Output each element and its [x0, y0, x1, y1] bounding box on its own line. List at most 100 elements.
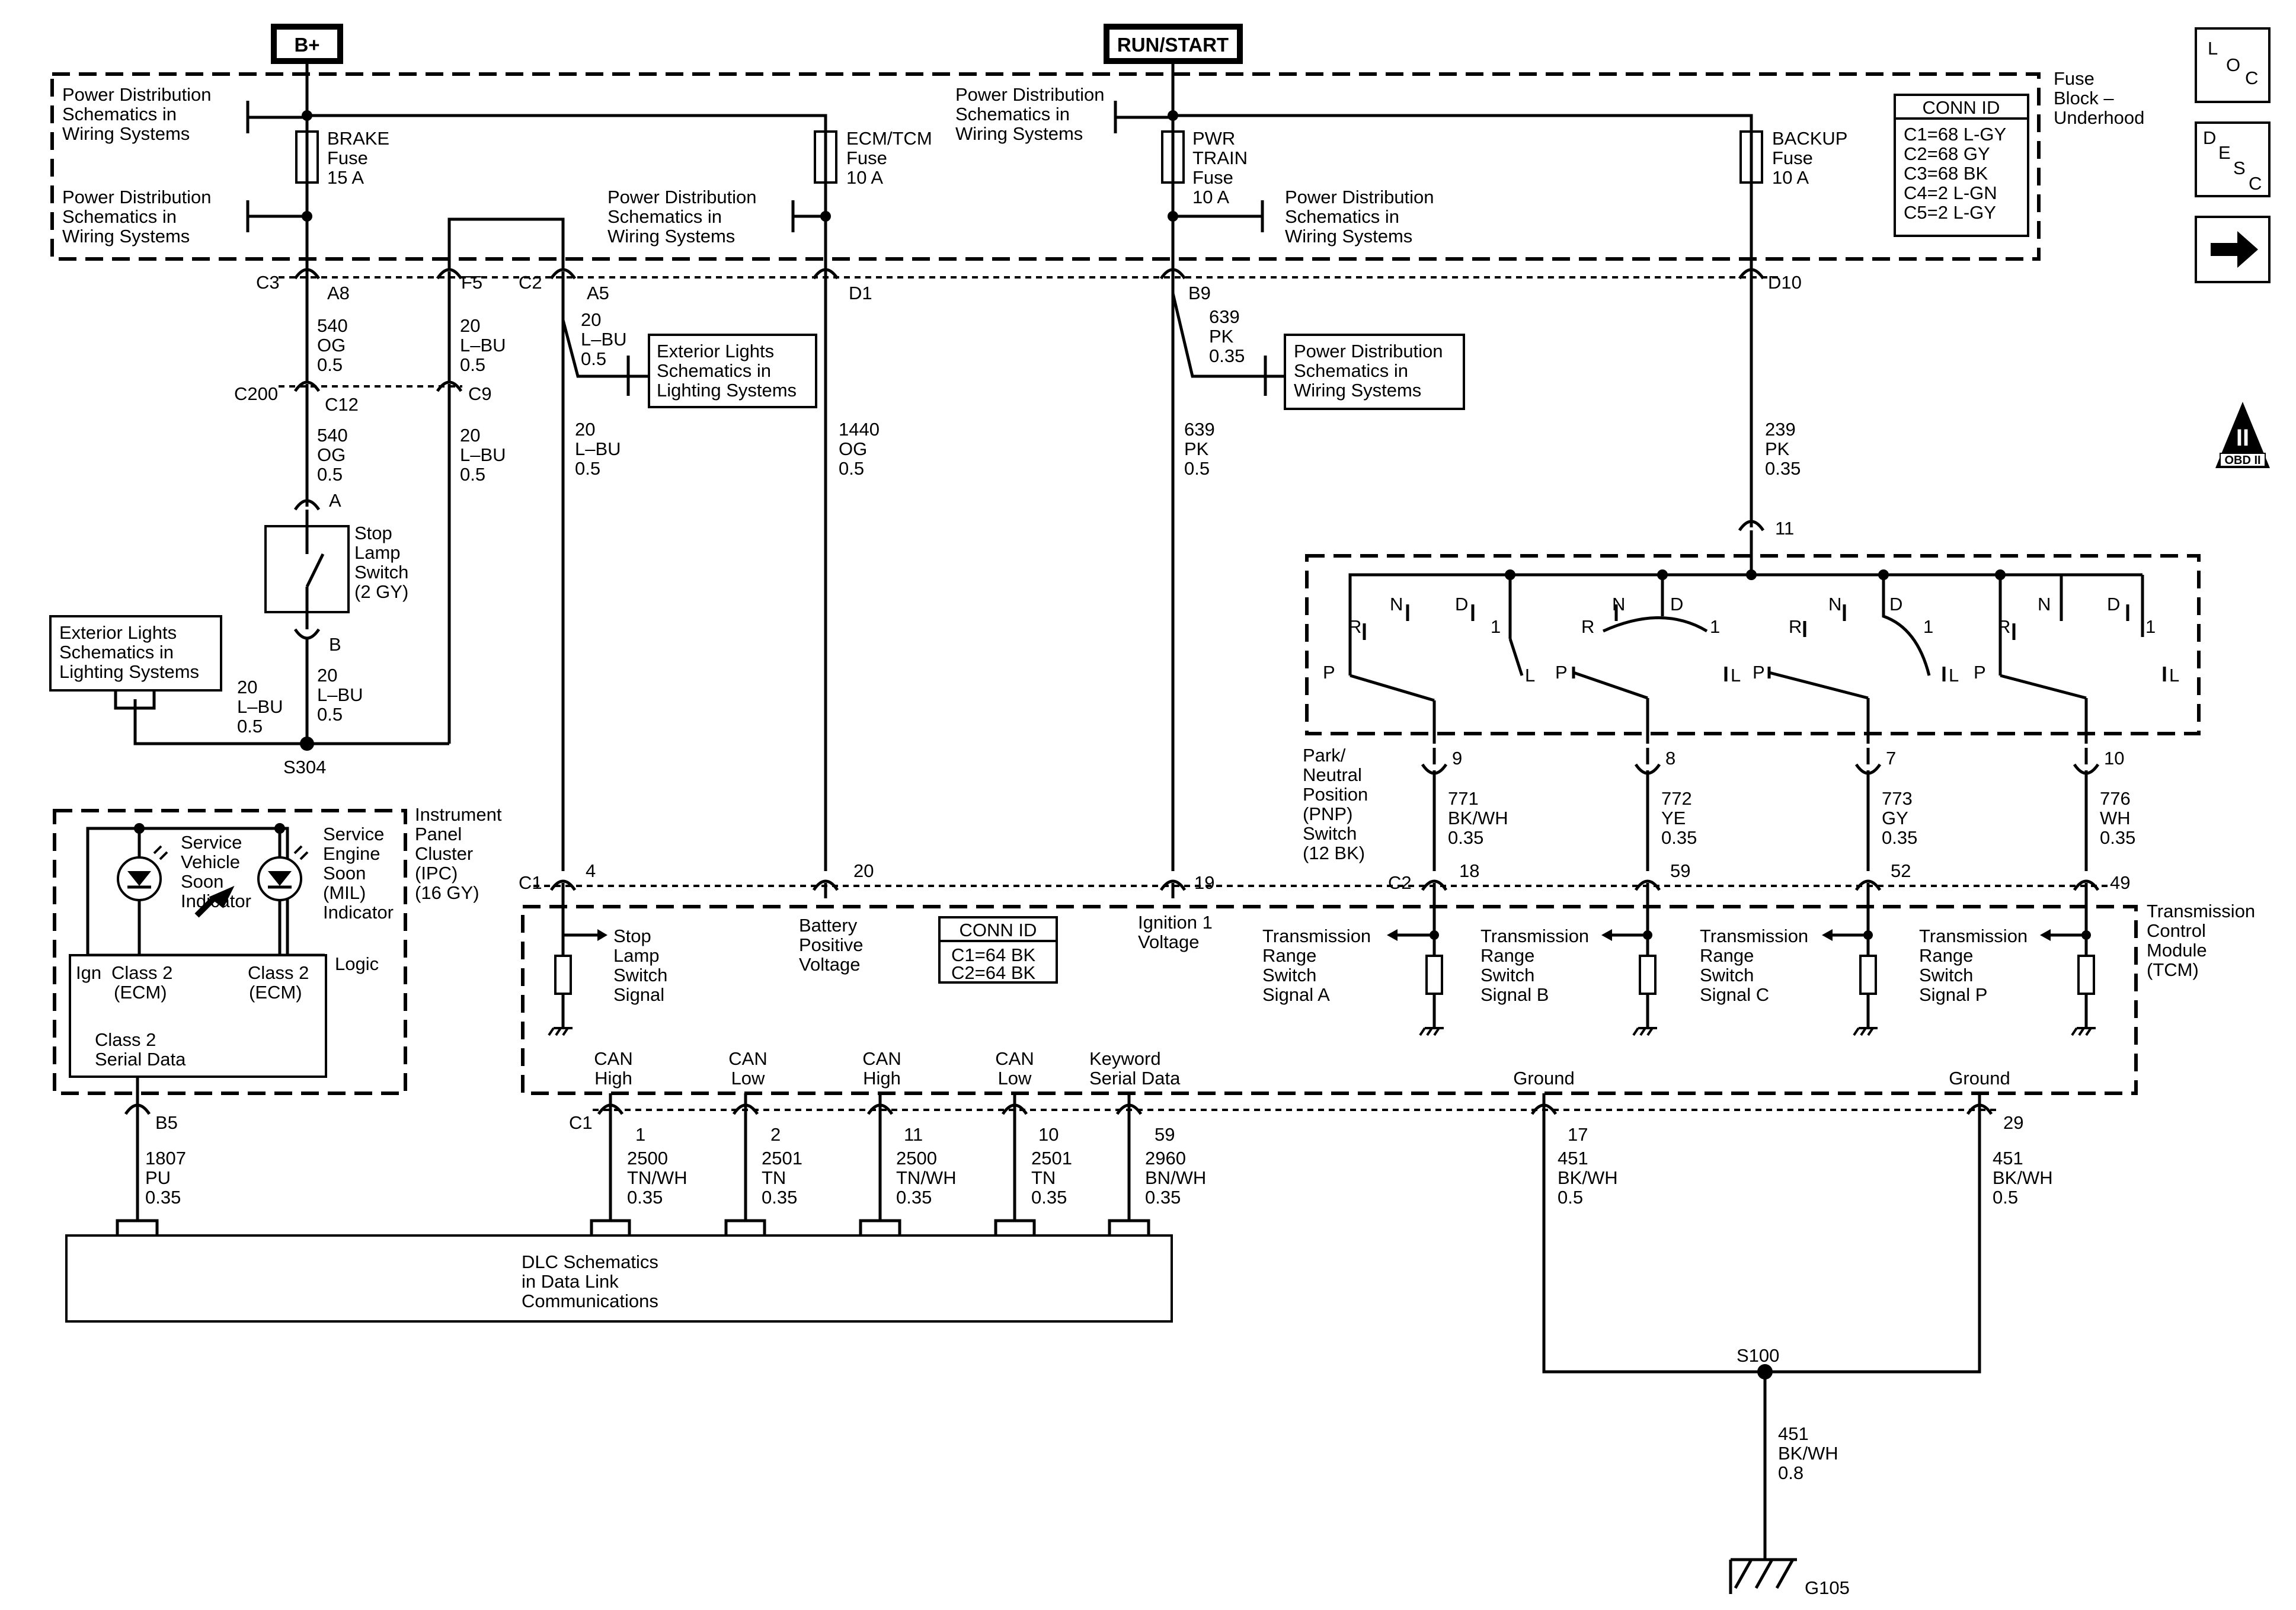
wire-label: 20 — [460, 315, 480, 336]
wire-label: 0.5 — [1558, 1187, 1583, 1208]
logic-label: Logic — [335, 953, 379, 974]
bus-label: High — [863, 1068, 901, 1089]
bus-label: CAN — [995, 1048, 1034, 1069]
trs-label: Range — [1262, 945, 1316, 966]
pd-ref-line-1: Power Distribution — [607, 187, 757, 207]
tcm-bottom-pin: 1 — [635, 1124, 645, 1145]
next-arrow-button[interactable] — [2195, 216, 2271, 283]
loc-letter: L — [2208, 38, 2218, 59]
ref-line: Schematics in — [59, 642, 174, 662]
fuse-label-3: Fuse — [1192, 167, 1233, 188]
pd-ref-line-2: Schematics in — [955, 104, 1070, 124]
ground-label: Ground — [1513, 1068, 1574, 1089]
pd-ref-line-3: Wiring Systems — [62, 226, 190, 247]
conn-id-line: C4=2 L-GN — [1904, 183, 1997, 203]
input-label: Stop — [613, 926, 651, 946]
ground-label: Ground — [1949, 1068, 2010, 1089]
tcm-c2-label: C2 — [1388, 872, 1412, 893]
trs-label: Signal B — [1480, 984, 1549, 1005]
ground-circuit: 451 BK/WH 0.5 451 BK/WH 0.5 S100 451 BK/… — [1542, 1121, 2053, 1598]
desc-button[interactable]: D E S C — [2195, 121, 2271, 197]
pos-label: D — [1889, 594, 1902, 614]
pos-label: R — [1789, 616, 1802, 637]
batt-label: Battery — [799, 915, 858, 936]
tcm-pin: 19 — [1194, 872, 1214, 893]
wire-label: BK/WH — [1558, 1167, 1618, 1188]
tcm-pin: 4 — [586, 860, 596, 881]
wire-label: 0.5 — [237, 716, 263, 737]
wire-label: 639 — [1184, 419, 1215, 440]
ses-label: Engine — [323, 843, 380, 864]
dlc-label: Communications — [522, 1291, 658, 1311]
pnp-label: (PNP) — [1303, 804, 1352, 824]
pd-ref-line-1: Power Distribution — [62, 84, 212, 105]
wire-label: 0.5 — [839, 458, 864, 479]
wire-label: 2501 — [762, 1148, 802, 1169]
trs-input-b: Transmission Range Switch Signal B — [1480, 898, 1658, 1036]
wire-label: 0.35 — [145, 1187, 181, 1208]
wire-label: 0.5 — [460, 354, 485, 375]
pd-ref-line-2: Schematics in — [607, 206, 722, 227]
bus-label: Keyword — [1089, 1048, 1161, 1069]
wire-label: 451 — [1778, 1423, 1809, 1444]
wire-label: 0.35 — [1661, 827, 1697, 848]
ses-label: Service — [323, 824, 384, 844]
service-vehicle-soon-lamp — [117, 845, 168, 901]
wire-label: BK/WH — [1778, 1443, 1838, 1464]
dlc-label: DLC Schematics — [522, 1251, 658, 1272]
wire-label: PK — [1209, 326, 1234, 347]
fuse-label-1: PWR — [1192, 128, 1235, 149]
wire-label: 20 — [460, 425, 480, 446]
trs-input-a: Transmission Range Switch Signal A — [1262, 898, 1445, 1036]
wire-label: 451 — [1558, 1148, 1588, 1169]
fuse-label-1: ECM/TCM — [846, 128, 932, 149]
pos-label: D — [2107, 594, 2120, 614]
tcm-pin: 59 — [1670, 860, 1690, 881]
loc-button[interactable]: L O C — [2195, 27, 2271, 103]
class2-label: Class 2 — [111, 962, 172, 983]
switch-label: Switch — [354, 562, 408, 582]
bus-label: CAN — [862, 1048, 901, 1069]
fuse-label-3: 15 A — [327, 167, 364, 188]
bplus-box — [271, 24, 343, 64]
obd-ii-numeral: II — [2236, 425, 2249, 451]
pos-label: P — [1974, 662, 1986, 683]
bplus-supply: B+ — [271, 24, 343, 119]
ign1-label: Ignition 1 — [1138, 912, 1213, 933]
ref-line: Lighting Systems — [657, 380, 797, 401]
class2-label: (ECM) — [249, 982, 302, 1003]
tcm-label: Control — [2147, 920, 2206, 941]
bus-label: High — [594, 1068, 632, 1089]
trs-label: Switch — [1262, 965, 1316, 985]
wire-label: 0.5 — [1184, 458, 1210, 479]
service-engine-soon-lamp — [257, 845, 309, 901]
pd-ref-line-1: Power Distribution — [1285, 187, 1434, 207]
svs-label: Soon — [181, 871, 223, 892]
instrument-panel-cluster: Instrument Panel Cluster (IPC) (16 GY) S… — [53, 804, 502, 1133]
tcm-bottom-pin: 29 — [2003, 1112, 2023, 1133]
desc-letter: C — [2249, 173, 2262, 194]
pin-a8: A8 — [327, 283, 350, 303]
fuse-block-outline — [50, 72, 2041, 261]
pd-ref-ignition: Power Distribution Schematics in Wiring … — [1264, 334, 1465, 410]
pd-ref-line-2: Schematics in — [62, 104, 177, 124]
pin-b: B — [329, 634, 341, 655]
tcm-bottom-pin: 59 — [1155, 1124, 1175, 1145]
pd-ref-mid-left: Power Distribution Schematics in Wiring … — [62, 187, 312, 247]
pd-ref-line-3: Wiring Systems — [62, 123, 190, 144]
wire-label: 1440 — [839, 419, 880, 440]
switch-label: Stop — [354, 523, 392, 543]
tcm-pin: 20 — [853, 860, 874, 881]
trs-input-c: Transmission Range Switch Signal C — [1700, 898, 1879, 1036]
trs-label: Switch — [1700, 965, 1754, 985]
wire-label: 0.35 — [1765, 458, 1801, 479]
pos-label: R — [1348, 616, 1361, 637]
pin-c2: C2 — [519, 272, 542, 293]
stop-lamp-input: Stop Lamp Switch Signal — [548, 898, 667, 1036]
batt-label: Voltage — [799, 954, 860, 975]
fuse-block-label-1: Fuse — [2054, 68, 2094, 89]
trs-label: Signal P — [1919, 984, 1987, 1005]
wire-label: 639 — [1209, 306, 1240, 327]
wire-label: 2960 — [1145, 1148, 1186, 1169]
ref-line: Schematics in — [1294, 360, 1408, 381]
